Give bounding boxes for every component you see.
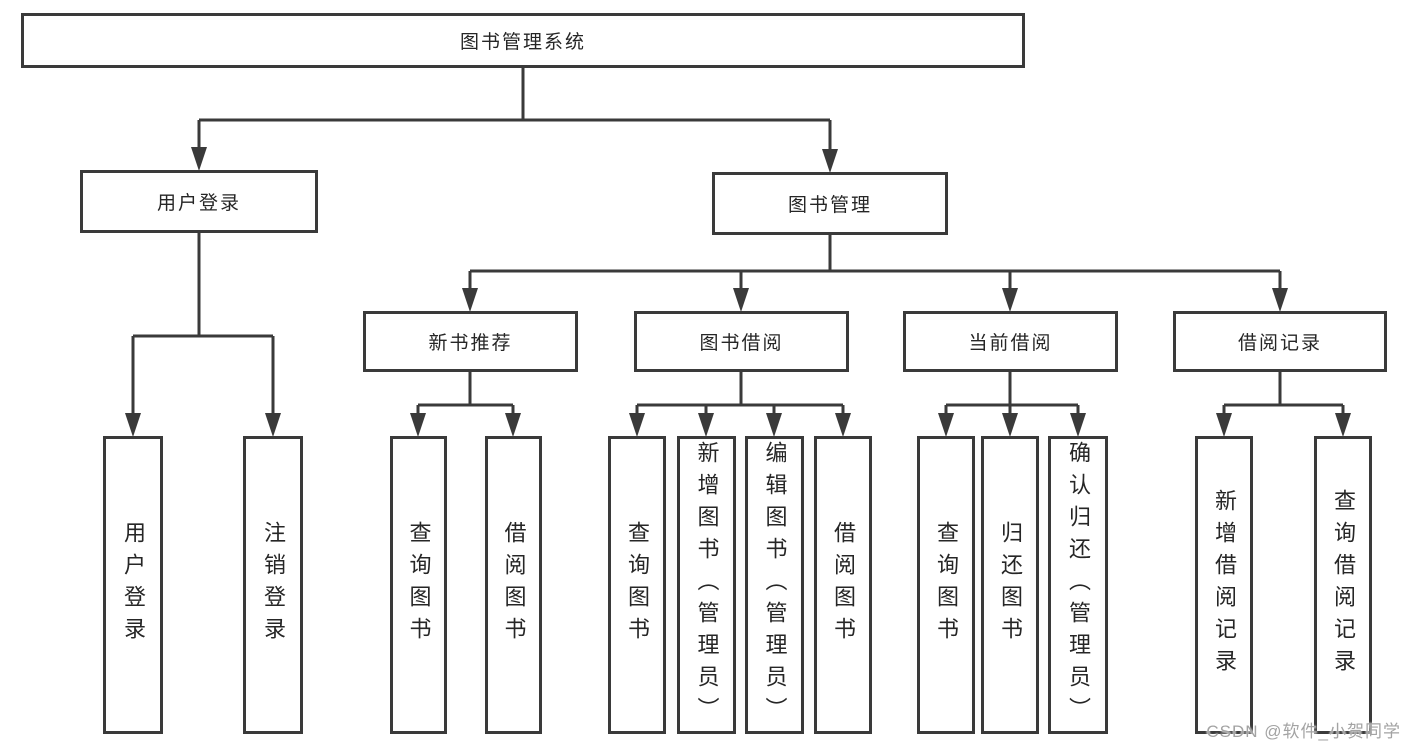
leaf-borrow-books-borrow-label: 借阅图书 [831, 521, 856, 649]
node-book-borrowing-label: 图书借阅 [699, 333, 784, 354]
leaf-add-borrow-record-label: 新增借阅记录 [1212, 489, 1237, 681]
leaf-query-books-borrow-label: 查询图书 [625, 521, 650, 649]
node-user-login: 用户登录 [80, 170, 318, 233]
leaf-query-borrow-record-label: 查询借阅记录 [1331, 489, 1356, 681]
leaf-logout-label: 注销登录 [261, 521, 286, 649]
leaf-return-books-label: 归还图书 [998, 521, 1023, 649]
leaf-borrow-books-recommend: 借阅图书 [485, 436, 542, 734]
leaf-query-books-recommend-label: 查询图书 [406, 521, 432, 649]
leaf-query-books-current-label: 查询图书 [934, 521, 959, 649]
leaf-borrow-books-borrow: 借阅图书 [814, 436, 872, 734]
node-current-borrowing: 当前借阅 [903, 311, 1118, 372]
leaf-logout: 注销登录 [243, 436, 303, 734]
leaf-query-books-recommend: 查询图书 [390, 436, 447, 734]
csdn-watermark: CSDN @软件_小贺同学 [1206, 722, 1401, 741]
leaf-user-login-label: 用户登录 [121, 521, 146, 649]
node-user-login-label: 用户登录 [156, 193, 241, 214]
node-borrowing-records: 借阅记录 [1173, 311, 1387, 372]
node-new-book-recommendation-label: 新书推荐 [428, 333, 513, 354]
node-book-management: 图书管理 [712, 172, 948, 235]
node-book-management-label: 图书管理 [787, 195, 872, 216]
leaf-return-books: 归还图书 [981, 436, 1039, 734]
leaf-confirm-return-admin-label: 确认归还（管理员） [1066, 441, 1091, 729]
leaf-add-borrow-record: 新增借阅记录 [1195, 436, 1253, 734]
leaf-edit-book-admin-label: 编辑图书（管理员） [762, 441, 788, 729]
node-new-book-recommendation: 新书推荐 [363, 311, 578, 372]
leaf-query-borrow-record: 查询借阅记录 [1314, 436, 1372, 734]
leaf-user-login: 用户登录 [103, 436, 163, 734]
leaf-confirm-return-admin: 确认归还（管理员） [1048, 436, 1108, 734]
leaf-add-book-admin-label: 新增图书（管理员） [694, 441, 720, 729]
node-library-management-system-label: 图书管理系统 [459, 32, 586, 53]
node-borrowing-records-label: 借阅记录 [1237, 333, 1322, 354]
leaf-add-book-admin: 新增图书（管理员） [677, 436, 736, 734]
node-book-borrowing: 图书借阅 [634, 311, 849, 372]
leaf-borrow-books-recommend-label: 借阅图书 [501, 521, 527, 649]
leaf-query-books-current: 查询图书 [917, 436, 975, 734]
leaf-edit-book-admin: 编辑图书（管理员） [745, 436, 804, 734]
node-current-borrowing-label: 当前借阅 [968, 333, 1053, 354]
leaf-query-books-borrow: 查询图书 [608, 436, 666, 734]
node-library-management-system: 图书管理系统 [21, 13, 1025, 68]
